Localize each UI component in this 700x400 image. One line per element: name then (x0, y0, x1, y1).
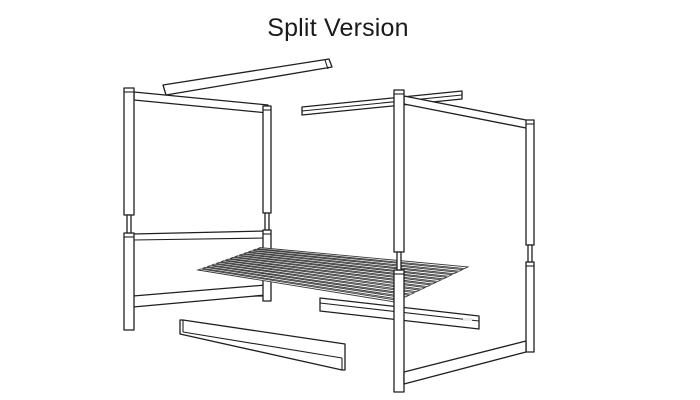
left-front-post-lower (123, 232, 135, 331)
bed-slat (234, 255, 443, 282)
left-back-post-upper (262, 105, 272, 214)
bed-slat (229, 257, 438, 285)
diagram-title: Split Version (267, 14, 409, 42)
right-top-rail-short (403, 95, 532, 130)
right-back-post-lower (525, 261, 535, 353)
bed-slat (206, 265, 411, 298)
bed-slat (225, 258, 433, 288)
left-front-dowel (126, 214, 132, 234)
bed-slat (220, 260, 427, 290)
right-back-dowel (527, 244, 533, 263)
right-front-post-lower (393, 269, 405, 393)
bed-slat-roll (196, 247, 470, 303)
bed-slat (216, 261, 422, 293)
left-front-post-upper (123, 87, 135, 216)
right-footboard-rail (403, 340, 527, 385)
bed-slat (252, 248, 465, 272)
bed-slat (211, 263, 416, 295)
left-top-rail-short (133, 91, 269, 114)
right-front-post-upper (393, 89, 405, 253)
bed-slat (257, 247, 470, 270)
front-side-rail (179, 319, 346, 371)
left-back-dowel (264, 212, 270, 231)
bed-slat (248, 250, 459, 275)
left-top-rail-long (162, 58, 333, 96)
right-back-post-upper (525, 119, 535, 246)
right-front-dowel (396, 251, 402, 271)
